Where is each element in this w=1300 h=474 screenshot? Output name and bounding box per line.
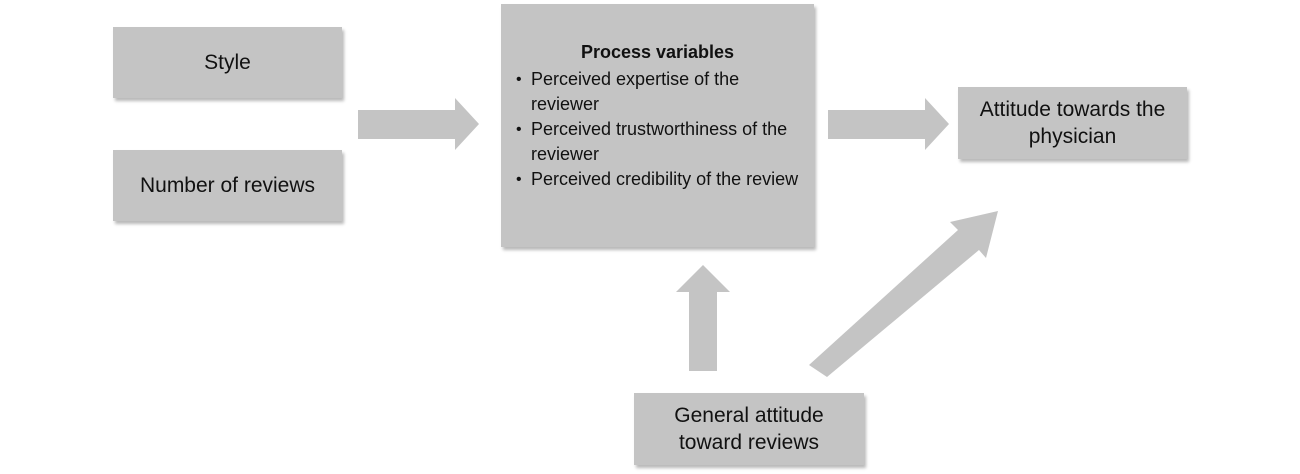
style-box: Style (113, 27, 342, 98)
process-variables-box: Process variables • Perceived expertise … (501, 4, 814, 247)
arrow-process-to-attitude (828, 98, 949, 150)
list-item: • Perceived expertise of the reviewer (514, 67, 806, 117)
arrow-general-to-process (676, 265, 730, 371)
general-attitude-box: General attitude toward reviews (634, 393, 864, 465)
process-variables-list: • Perceived expertise of the reviewer • … (514, 67, 806, 192)
arrow-inputs-to-process (358, 98, 479, 150)
bullet-icon: • (516, 71, 522, 88)
process-item-expertise: Perceived expertise of the reviewer (531, 69, 740, 114)
process-item-trustworthiness: Perceived trustworthiness of the reviewe… (531, 119, 788, 164)
bullet-icon: • (516, 121, 522, 138)
list-item: • Perceived trustworthiness of the revie… (514, 117, 806, 167)
number-of-reviews-label: Number of reviews (139, 174, 316, 197)
attitude-physician-box: Attitude towards the physician (958, 87, 1187, 159)
process-item-credibility: Perceived credibility of the review (531, 169, 799, 189)
process-variables-title: Process variables (580, 42, 735, 62)
bullet-icon: • (516, 171, 522, 188)
arrow-general-to-attitude (809, 211, 998, 377)
number-of-reviews-box: Number of reviews (113, 150, 342, 221)
style-label: Style (204, 51, 251, 74)
general-attitude-label: General attitude toward reviews (674, 404, 824, 454)
attitude-physician-label: Attitude towards the physician (979, 98, 1166, 148)
list-item: • Perceived credibility of the review (514, 167, 806, 192)
